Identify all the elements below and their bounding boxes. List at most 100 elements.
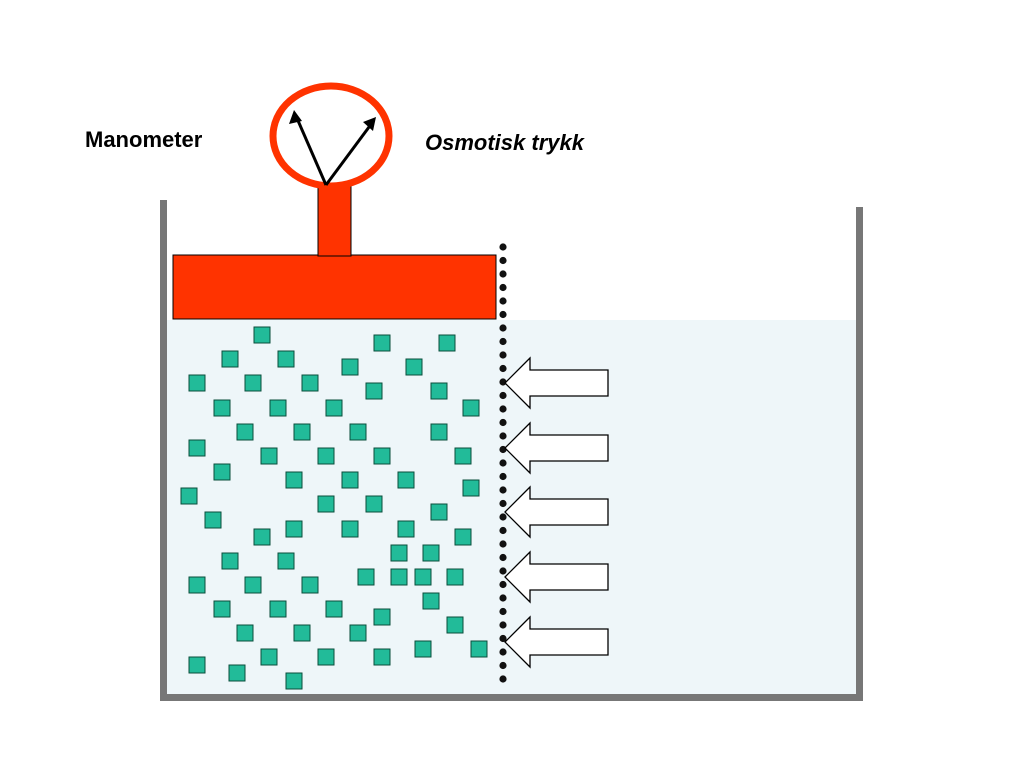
membrane-dot xyxy=(499,594,507,602)
solute-particle xyxy=(317,495,335,513)
semipermeable-membrane xyxy=(499,243,507,683)
membrane-dot xyxy=(499,364,507,373)
solute-particle xyxy=(236,423,254,441)
membrane-dot xyxy=(499,283,507,292)
solute-particle xyxy=(470,640,488,658)
inflow-arrows xyxy=(504,356,609,669)
solute-particle xyxy=(269,600,287,618)
membrane-dot xyxy=(499,486,507,494)
solute-particle xyxy=(446,568,464,586)
solute-particle xyxy=(430,503,448,521)
solute-particle xyxy=(373,608,391,626)
solute-particle xyxy=(277,552,295,570)
solute-particle xyxy=(221,350,239,368)
solute-particle xyxy=(188,576,206,594)
left-arrow-icon xyxy=(504,356,609,410)
solute-particle xyxy=(188,656,206,674)
solute-particle xyxy=(285,672,303,690)
solute-particle xyxy=(301,374,319,392)
solute-particle xyxy=(180,487,198,505)
gauge-needle-right xyxy=(324,122,374,186)
left-arrow-icon xyxy=(504,550,609,604)
membrane-dot xyxy=(499,513,507,521)
membrane-dot xyxy=(499,270,507,278)
membrane-dot xyxy=(499,526,507,535)
membrane-dot xyxy=(499,297,507,305)
gauge-needle-left-tip xyxy=(289,110,302,124)
membrane-dot xyxy=(499,351,507,359)
solute-particle xyxy=(462,399,480,417)
membrane-dot xyxy=(499,459,507,467)
solute-particle xyxy=(414,568,432,586)
pressure-gauge-icon xyxy=(269,82,393,190)
membrane-dot xyxy=(499,256,507,265)
membrane-dot xyxy=(499,337,507,346)
solute-particle xyxy=(341,471,359,489)
solute-particle xyxy=(188,374,206,392)
solute-particle xyxy=(244,576,262,594)
membrane-dot xyxy=(499,540,507,548)
gauge-needle-right-tip xyxy=(363,117,376,131)
membrane-dot xyxy=(499,553,507,562)
solute-particle xyxy=(365,495,383,513)
membrane-dot xyxy=(499,418,507,427)
membrane-dot xyxy=(499,378,507,386)
solute-particle xyxy=(430,382,448,400)
membrane-dot xyxy=(499,405,507,413)
membrane-dot xyxy=(499,310,507,319)
membrane-dot xyxy=(499,432,507,440)
solute-particle xyxy=(301,576,319,594)
solute-particle xyxy=(253,326,271,344)
solute-particle xyxy=(244,374,262,392)
left-arrow-icon xyxy=(504,421,609,475)
solute-particle xyxy=(236,624,254,642)
left-arrow-icon xyxy=(504,615,609,669)
solute-particle xyxy=(325,600,343,618)
membrane-dot xyxy=(499,580,507,589)
solute-particle xyxy=(397,520,415,538)
gauge-needle-left xyxy=(294,115,328,186)
solute-particle xyxy=(349,624,367,642)
solute-particle xyxy=(373,334,391,352)
solute-particles xyxy=(180,326,488,690)
tank-wall-right xyxy=(856,207,863,700)
solute-particle xyxy=(285,520,303,538)
gauge-stem xyxy=(317,185,352,257)
solute-particle xyxy=(405,358,423,376)
solute-particle xyxy=(454,528,472,546)
membrane-dot xyxy=(499,675,507,683)
solute-particle xyxy=(341,358,359,376)
solute-particle xyxy=(341,520,359,538)
membrane-dot xyxy=(499,648,507,656)
solute-particle xyxy=(454,447,472,465)
solute-particle xyxy=(438,334,456,352)
solute-particle xyxy=(397,471,415,489)
solute-particle xyxy=(349,423,367,441)
membrane-dot xyxy=(499,391,507,400)
solute-particle xyxy=(317,447,335,465)
solute-particle xyxy=(221,552,239,570)
manometer-label: Manometer xyxy=(85,127,203,152)
solute-particle xyxy=(446,616,464,634)
membrane-dot xyxy=(499,243,507,251)
solute-particle xyxy=(414,640,432,658)
solute-particle xyxy=(260,447,278,465)
membrane-dot xyxy=(499,621,507,629)
solute-particle xyxy=(462,479,480,497)
solute-particle xyxy=(325,399,343,417)
membrane-dot xyxy=(499,567,507,575)
membrane-dot xyxy=(499,661,507,670)
solute-particle xyxy=(293,423,311,441)
solute-particle xyxy=(269,399,287,417)
solute-particle xyxy=(422,544,440,562)
solute-particle xyxy=(285,471,303,489)
solute-particle xyxy=(373,447,391,465)
membrane-dot xyxy=(499,324,507,332)
solute-particle xyxy=(204,511,222,529)
membrane-dot xyxy=(499,607,507,616)
solute-particle xyxy=(253,528,271,546)
gauge-ring xyxy=(269,82,393,190)
solution-left xyxy=(167,320,503,695)
solute-particle xyxy=(277,350,295,368)
membrane-dot xyxy=(499,634,507,643)
